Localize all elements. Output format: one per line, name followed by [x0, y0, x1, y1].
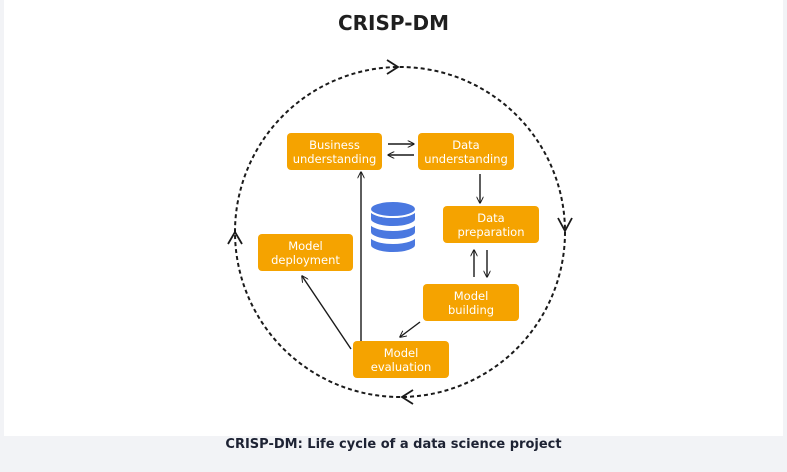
step-business-understanding: Business understanding [287, 133, 382, 170]
step-data-understanding: Data understanding [418, 133, 514, 170]
crisp-dm-diagram [227, 59, 573, 405]
arrow-building-to-evaluation [400, 321, 421, 337]
arrow-evaluation-to-deployment [302, 276, 352, 350]
step-model-evaluation: Model evaluation [353, 341, 449, 378]
step-model-deployment: Model deployment [258, 234, 353, 271]
step-model-building: Model building [423, 284, 519, 321]
cycle-chevron-top [386, 59, 400, 75]
figure-caption: CRISP-DM: Life cycle of a data science p… [225, 437, 562, 452]
cycle-chevron-bottom [400, 389, 414, 405]
diagram-title: CRISP-DM [337, 11, 450, 35]
cycle-chevron-right [557, 217, 573, 233]
step-data-preparation: Data preparation [443, 206, 539, 243]
database-icon [369, 200, 417, 254]
cycle-chevron-left [227, 230, 243, 245]
